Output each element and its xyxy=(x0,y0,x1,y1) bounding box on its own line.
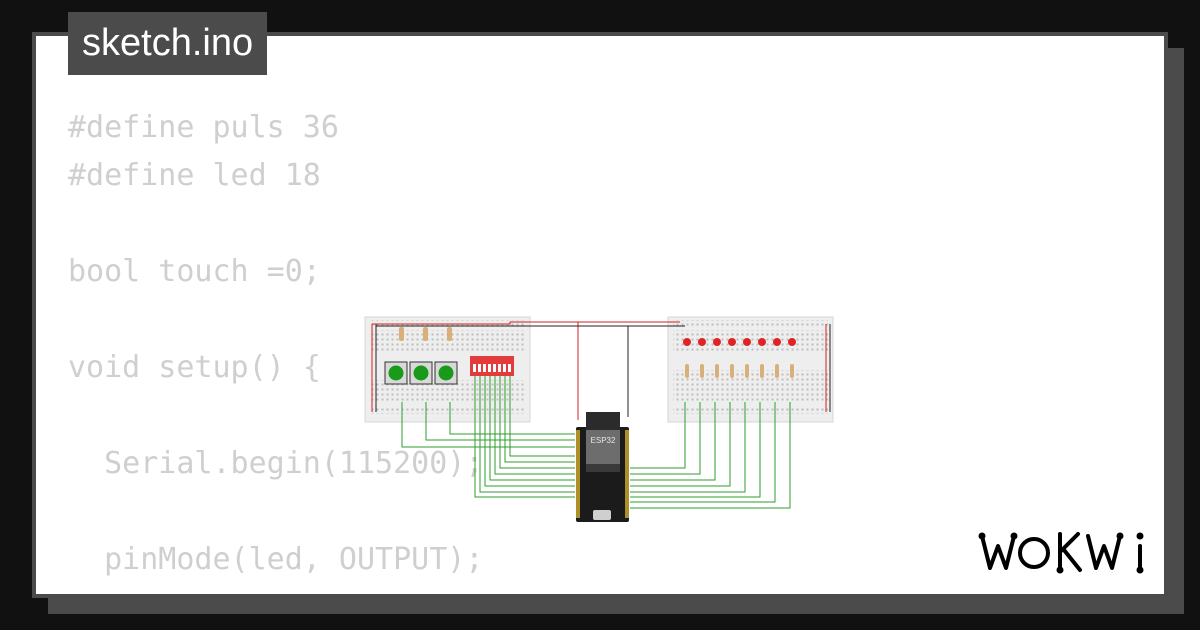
dip-switch xyxy=(470,356,514,376)
file-name-tab: sketch.ino xyxy=(68,12,268,75)
resistor-group-left xyxy=(399,327,452,341)
circuit-diagram: ESP32 xyxy=(364,316,834,522)
resistor-group-right xyxy=(685,364,794,378)
preview-card: #define puls 36 #define led 18 bool touch … xyxy=(32,32,1168,598)
esp32-board: ESP32 xyxy=(576,412,629,522)
code-line: pinMode(led, OUTPUT); xyxy=(68,542,484,577)
code-line: Serial.begin(115200); xyxy=(68,446,484,481)
wokwi-logo xyxy=(978,532,1144,574)
code-line: void setup() { xyxy=(68,350,321,385)
push-buttons xyxy=(384,361,458,385)
breadboard-right xyxy=(667,316,834,423)
code-preview: #define puls 36 #define led 18 bool touch … xyxy=(68,104,610,594)
signal-wires xyxy=(401,376,791,509)
code-line xyxy=(68,200,610,248)
esp32-label: ESP32 xyxy=(591,436,616,445)
power-wires xyxy=(372,321,685,420)
code-line: pinMode(puls, INPUT_PULLUP); xyxy=(68,584,610,594)
code-line: #define led 18 xyxy=(68,158,321,193)
code-line: #define puls 36 xyxy=(68,110,339,145)
led-row xyxy=(683,338,796,346)
code-line: bool touch =0; xyxy=(68,254,321,289)
